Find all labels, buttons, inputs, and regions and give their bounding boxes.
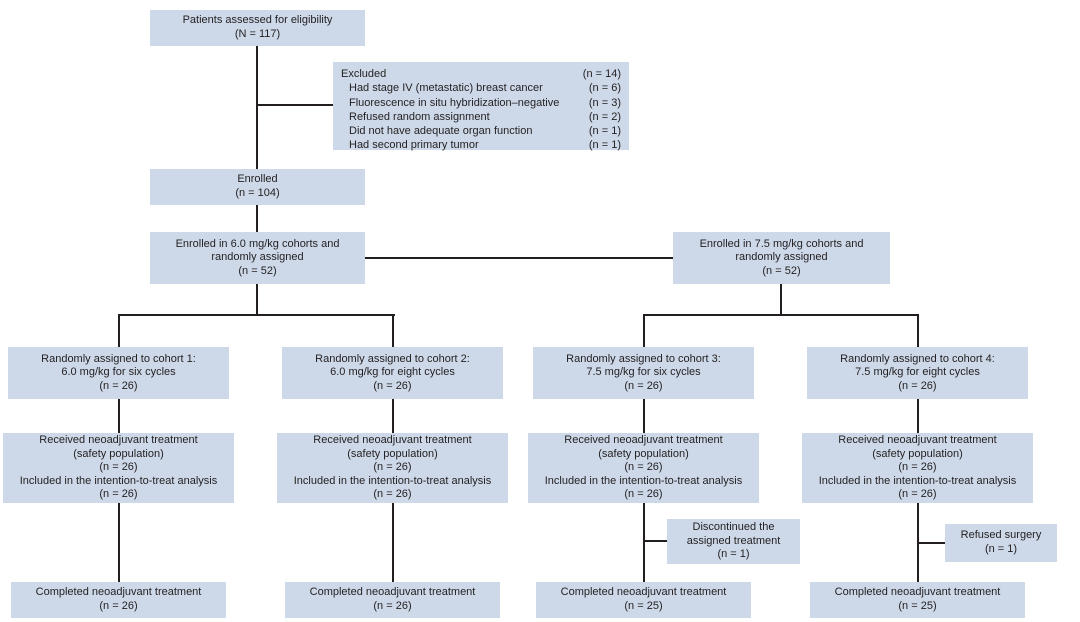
received-treatment-box-4: Received neoadjuvant treatment (safety p… (802, 433, 1033, 503)
eligibility-box: Patients assessed for eligibility (N = 1… (150, 10, 365, 46)
flow-connector (392, 503, 394, 582)
received-treatment-box-1: Received neoadjuvant treatment (safety p… (3, 433, 234, 503)
cohort-1-box: Randomly assigned to cohort 1: 6.0 mg/kg… (8, 347, 229, 399)
refused-surgery-box: Refused surgery (n = 1) (945, 524, 1057, 562)
flow-connector (780, 284, 782, 316)
enrolled-box: Enrolled (n = 104) (150, 169, 365, 205)
excluded-title: Excluded (341, 68, 387, 80)
completed-treatment-box-4: Completed neoadjuvant treatment (n = 25) (810, 582, 1025, 618)
arm-75mg-box: Enrolled in 7.5 mg/kg cohorts and random… (673, 232, 890, 284)
excluded-box: Excluded (n = 14) Had stage IV (metastat… (333, 62, 629, 152)
flow-connector (917, 399, 919, 433)
flow-connector (118, 503, 120, 582)
excluded-title-row: Excluded (n = 14) (341, 67, 621, 81)
cohort-4-box: Randomly assigned to cohort 4: 7.5 mg/kg… (807, 347, 1028, 399)
completed-treatment-box-2: Completed neoadjuvant treatment (n = 26) (285, 582, 500, 618)
excluded-reason-count: (n = 6) (588, 82, 621, 95)
excluded-reason-row: Did not have adequate organ function (n … (341, 124, 621, 138)
excluded-reason: Had second primary tumor (349, 139, 479, 152)
flow-connector (256, 284, 258, 316)
flow-connector (643, 540, 667, 542)
flow-connector (256, 46, 258, 169)
cohort-3-box: Randomly assigned to cohort 3: 7.5 mg/kg… (533, 347, 754, 399)
excluded-reason-row: Had stage IV (metastatic) breast cancer … (341, 81, 621, 95)
flow-connector (256, 205, 258, 232)
excluded-count: (n = 14) (582, 68, 621, 80)
received-treatment-box-3: Received neoadjuvant treatment (safety p… (528, 433, 759, 503)
flow-connector (917, 314, 919, 347)
completed-treatment-box-3: Completed neoadjuvant treatment (n = 25) (536, 582, 751, 618)
discontinued-treatment-box: Discontinued the assigned treatment (n =… (667, 519, 800, 564)
flow-connector (392, 314, 394, 347)
excluded-reason: Fluorescence in situ hybridization–negat… (349, 96, 560, 109)
excluded-reason-row: Had second primary tumor (n = 1) (341, 138, 621, 152)
flow-connector (643, 503, 645, 582)
excluded-reason-count: (n = 2) (588, 110, 621, 123)
arm-6mg-box: Enrolled in 6.0 mg/kg cohorts and random… (150, 232, 365, 284)
flow-connector (643, 399, 645, 433)
excluded-reason: Did not have adequate organ function (349, 125, 533, 138)
completed-treatment-box-1: Completed neoadjuvant treatment (n = 26) (11, 582, 226, 618)
excluded-reason-row: Fluorescence in situ hybridization–negat… (341, 96, 621, 110)
cohort-2-box: Randomly assigned to cohort 2: 6.0 mg/kg… (282, 347, 503, 399)
excluded-reason-count: (n = 3) (588, 96, 621, 109)
flow-connector (256, 104, 333, 106)
flow-connector (643, 314, 645, 347)
excluded-reason-row: Refused random assignment (n = 2) (341, 110, 621, 124)
flow-connector (118, 314, 120, 347)
excluded-reason-count: (n = 1) (588, 139, 621, 152)
flow-connector (365, 257, 673, 259)
excluded-reason: Refused random assignment (349, 110, 490, 123)
excluded-reason-count: (n = 1) (588, 125, 621, 138)
flow-connector (118, 314, 395, 316)
flow-connector (643, 314, 919, 316)
excluded-reason: Had stage IV (metastatic) breast cancer (349, 82, 543, 95)
flow-connector (917, 542, 945, 544)
flow-connector (118, 399, 120, 433)
flow-connector (392, 399, 394, 433)
received-treatment-box-2: Received neoadjuvant treatment (safety p… (277, 433, 508, 503)
